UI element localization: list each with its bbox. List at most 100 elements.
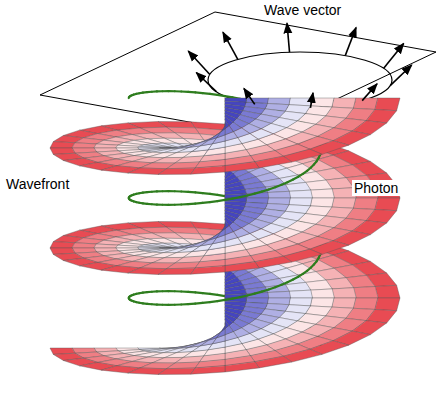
figure-label: Wavefront [4,176,71,192]
surface-patch [166,162,199,169]
surface-patch [268,291,291,298]
surface-patch [332,198,356,208]
wave-vector-arrow [390,65,412,86]
photon-path [255,292,262,294]
surface-patch [286,282,311,291]
photon-path [203,292,210,295]
photon-path [210,201,218,202]
photon-path [217,95,225,96]
surface-patch [255,356,292,368]
surface-patch [261,278,285,287]
surface-patch [94,144,118,148]
photon-path [203,301,210,304]
surface-patch [225,294,247,298]
surface-patch [246,292,268,298]
wave-vector-arrow [188,51,210,74]
photon-path [130,194,131,197]
surface-patch [116,245,140,248]
surface-patch [366,309,396,323]
surface-patch [191,366,225,374]
surface-patch [72,243,96,248]
surface-patch [311,198,335,207]
surface-patch [225,262,259,272]
photon-path [225,96,233,97]
surface-patch [255,156,292,168]
surface-patch [354,98,378,109]
surface-patch [366,109,396,123]
photon-path [240,195,247,197]
surface-patch [354,298,378,309]
wave-vector-arrow [362,84,377,101]
surface-patch [375,198,400,211]
surface-patch [354,287,378,298]
photon-path [210,301,218,302]
surface-patch [261,178,285,187]
figure-label: Wave vector [262,2,343,18]
surface-patch [311,298,335,307]
wave-vector-arrow [287,23,290,52]
photon-path [195,191,202,194]
photon-path [247,194,254,196]
wave-vector-arrows [188,23,411,108]
surface-patch [375,285,400,298]
surface-patch [311,98,335,107]
photon-path [217,295,225,296]
photon-path [240,295,247,297]
photon-path [203,92,210,95]
photon-path [203,192,210,195]
photon-path [225,299,233,300]
surface-patch [246,192,268,198]
surface-patch [332,298,356,308]
surface-patch [225,162,259,172]
photon-path [130,294,131,297]
photon-path [217,300,225,301]
surface-patch [191,166,225,174]
photon-path [247,294,254,296]
wave-vector-arrow [196,73,216,92]
surface-patch [332,288,356,298]
photon-path [195,302,202,305]
photon-path [195,202,202,205]
surface-patch [116,145,140,148]
photon-path [128,295,131,298]
photon-path [210,294,218,295]
surface-patch [50,242,75,248]
surface-patch [191,266,225,274]
photon-path [210,194,218,195]
photon-path [217,200,225,201]
surface-patch [375,298,400,311]
photon-path [233,297,241,298]
transverse-plane [40,12,436,135]
surface-patch [332,98,356,108]
photon-path [255,192,262,194]
surface-patch [158,268,195,274]
surface-patch [158,168,195,174]
surface-patch [268,191,291,198]
wave-vector-arrow [244,88,255,104]
photon-path [128,195,131,198]
surface-patch [72,143,96,148]
surface-patch [225,362,259,372]
surface-patch [138,146,161,148]
wave-vector-arrow [310,93,313,108]
photon-path [233,197,241,198]
surface-patch [289,190,312,198]
helicoid-surface [50,91,400,374]
surface-patch [354,198,378,209]
surface-patch [366,209,396,223]
photon-path [195,291,202,294]
surface-patch [289,290,312,298]
surface-patch [255,256,292,268]
wave-vector-arrow [345,28,356,56]
photon-path [210,94,218,95]
surface-patch [286,182,311,191]
surface-patch [50,142,75,148]
surface-patch [166,262,199,269]
wave-vector-arrow [384,43,404,68]
surface-patch [225,194,247,198]
surface-patch [94,244,118,248]
surface-patch [311,189,335,198]
photon-path [203,201,210,204]
